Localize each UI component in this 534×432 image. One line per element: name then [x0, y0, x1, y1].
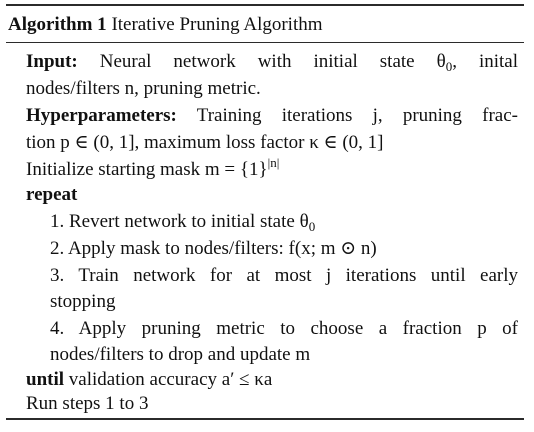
input-line-2: nodes/filters n, pruning metric. — [26, 78, 261, 99]
repeat-keyword: repeat — [26, 184, 78, 205]
until-keyword: until — [26, 369, 65, 390]
algorithm-label: Algorithm 1 — [8, 14, 107, 35]
until-condition: validation accuracy a′ ≤ κa — [68, 369, 273, 390]
until-line: until validation accuracy a′ ≤ κa — [26, 368, 272, 392]
input-line-1: Input: Neural network with initial state… — [26, 50, 518, 74]
input-text-end: , inital — [452, 51, 518, 72]
step-2: 2. Apply mask to nodes/filters: f(x; m ⊙… — [50, 238, 377, 259]
hyperparameters-line-1: Hyperparameters: Training iterations j, … — [26, 104, 518, 128]
hyperparameters-text: Training iterations j, pruning frac- — [196, 105, 518, 126]
step-1: 1. Revert network to initial state θ0 — [50, 210, 315, 234]
hyperparameters-keyword: Hyperparameters: — [26, 105, 177, 126]
mask-superscript: |n| — [267, 155, 280, 170]
input-text: Neural network with initial state θ — [99, 51, 446, 72]
initialize-text: Initialize starting mask m = {1} — [26, 159, 268, 180]
algorithm-box: Algorithm 1 Iterative Pruning Algorithm … — [6, 4, 524, 422]
step-1-subscript: 0 — [308, 219, 316, 234]
hyperparameters-line-2: tion p ∈ (0, 1], maximum loss factor κ ∈… — [26, 132, 384, 153]
step-4-line-1: 4. Apply pruning metric to choose a frac… — [50, 318, 518, 339]
bottom-rule — [6, 418, 524, 420]
header-rule — [6, 42, 524, 43]
final-step-line: Run steps 1 to 3 — [26, 393, 149, 414]
initialize-line: Initialize starting mask m = {1}|n| — [26, 155, 280, 182]
algorithm-title: Iterative Pruning Algorithm — [111, 14, 323, 35]
step-1-text: 1. Revert network to initial state θ — [50, 211, 309, 232]
step-4-line-2: nodes/filters to drop and update m — [50, 344, 311, 365]
theta-subscript: 0 — [445, 59, 453, 74]
input-keyword: Input: — [26, 51, 78, 72]
step-3-line-2: stopping — [50, 291, 116, 312]
step-3-line-1: 3. Train network for at most j iteration… — [50, 265, 518, 286]
top-rule — [6, 4, 524, 6]
algorithm-header: Algorithm 1 Iterative Pruning Algorithm — [8, 13, 323, 37]
